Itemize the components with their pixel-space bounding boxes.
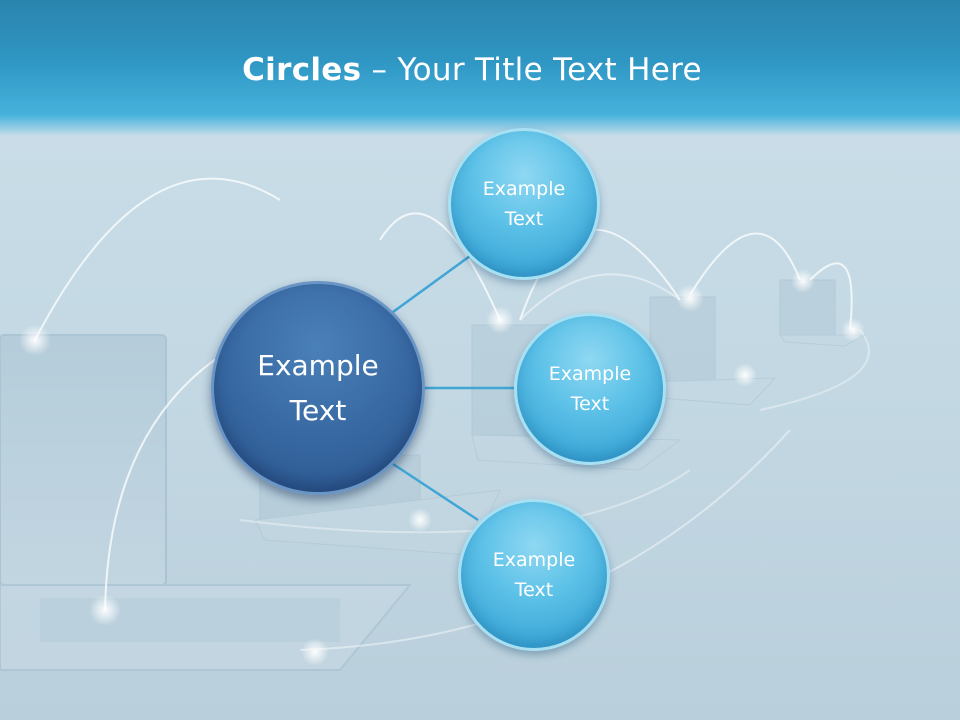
slide-title-rest: – Your Title Text Here: [361, 52, 702, 88]
satellite-circle-middle: Example Text: [514, 313, 666, 465]
connector-line-top: [392, 254, 471, 314]
satellite-circle-middle-label: Example Text: [548, 363, 632, 415]
center-circle-label: Example Text: [257, 349, 379, 427]
satellite-circle-top: Example Text: [448, 128, 600, 280]
satellite-circle-bottom: Example Text: [458, 499, 610, 651]
satellite-circle-bottom-label: Example Text: [492, 549, 576, 601]
connector-lines: [392, 254, 516, 522]
slide-title: Circles – Your Title Text Here: [0, 52, 944, 88]
title-band: [0, 0, 960, 135]
connector-line-bottom: [392, 462, 479, 522]
satellite-circle-top-label: Example Text: [482, 178, 566, 230]
center-circle: Example Text: [211, 281, 425, 495]
slide-title-bold: Circles: [242, 52, 362, 88]
